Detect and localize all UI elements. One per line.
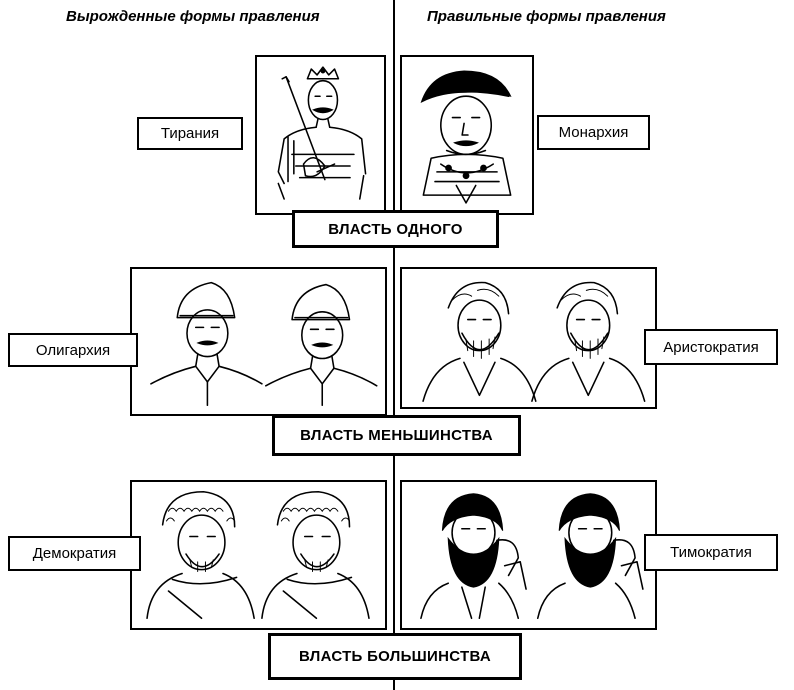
aristocracy-label: Аристократия [644, 329, 778, 365]
monarchy-panel [400, 55, 534, 215]
officers-in-caps-icon [150, 281, 378, 407]
oligarchy-panel [130, 267, 387, 416]
curly-haired-citizens-icon [146, 490, 370, 620]
aristocracy-panel [400, 267, 657, 409]
power-of-majority-box: ВЛАСТЬ БОЛЬШИНСТВА [268, 633, 522, 680]
tyranny-panel [255, 55, 386, 215]
central-divider-line [393, 0, 395, 690]
power-of-one-box: ВЛАСТЬ ОДНОГО [292, 210, 499, 248]
timocracy-label: Тимократия [644, 534, 778, 571]
oligarchy-label: Олигархия [8, 333, 138, 367]
correct-forms-heading: Правильные формы правления [427, 8, 666, 25]
power-of-minority-box: ВЛАСТЬ МЕНЬШИНСТВА [272, 415, 521, 456]
bearded-elders-icon [422, 281, 646, 402]
dark-bearded-men-icon [420, 493, 644, 620]
knight-with-sword-icon [277, 66, 367, 200]
degenerate-forms-heading: Вырожденные формы правления [66, 8, 320, 25]
democracy-panel [130, 480, 387, 630]
timocracy-panel [400, 480, 657, 630]
democracy-label: Демократия [8, 536, 141, 571]
tyranny-label: Тирания [137, 117, 243, 150]
monarchy-label: Монархия [537, 115, 650, 150]
king-portrait-icon [420, 70, 512, 204]
